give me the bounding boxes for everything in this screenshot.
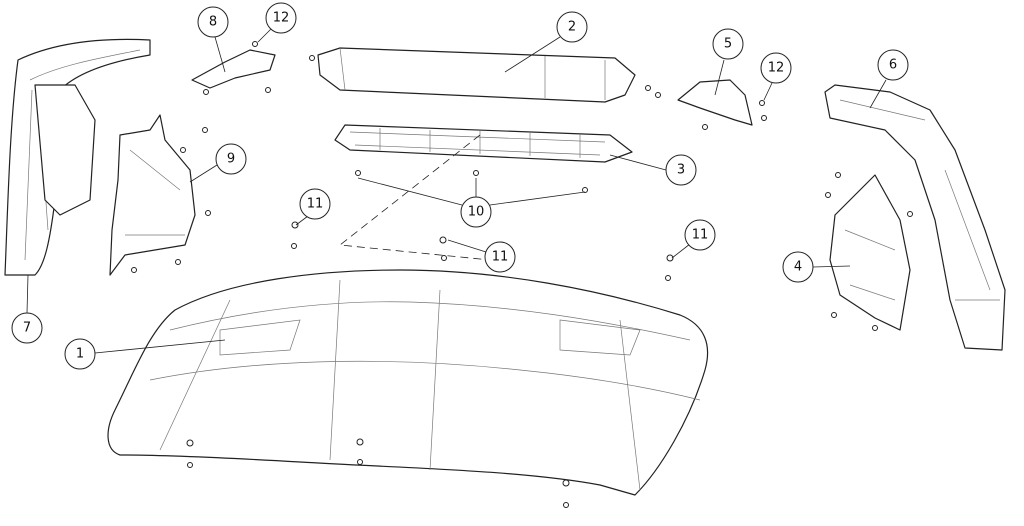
callout-10: 10 [460,196,492,228]
svg-text:6: 6 [889,58,897,73]
svg-text:7: 7 [23,321,31,336]
svg-text:1: 1 [76,347,84,362]
callout-3: 3 [665,154,697,186]
part-8-clip-bracket [191,49,276,89]
part-3-grille-panel [334,124,633,163]
callout-12-left: 12 [265,2,297,34]
svg-text:5: 5 [724,37,732,52]
svg-text:3: 3 [677,163,685,178]
callout-9: 9 [215,143,247,175]
screw-icon [131,41,315,273]
callout-12-right: 12 [760,52,792,84]
assembly-guide-line [338,134,511,263]
screw-icon [645,85,913,331]
callout-11-right: 11 [684,219,716,251]
svg-text:11: 11 [692,228,709,243]
callout-1: 1 [64,338,96,370]
callout-11-center: 11 [484,241,516,273]
callout-11-left: 11 [299,188,331,220]
callout-5: 5 [712,28,744,60]
part-2-upper-duct [317,47,636,103]
svg-text:12: 12 [273,11,290,26]
svg-text:2: 2 [568,20,576,35]
screw-icon [291,170,674,281]
part-1-main-shelf-panel [107,269,709,496]
callout-4: 4 [782,251,814,283]
svg-text:11: 11 [307,197,324,212]
leader-lines [26,27,887,354]
callout-2: 2 [556,11,588,43]
part-9-left-bracket [109,114,196,276]
part-6-right-pillar-trim [824,84,1006,351]
svg-text:9: 9 [227,152,235,167]
svg-text:8: 8 [209,15,217,30]
part-7-left-pillar-trim [4,38,151,276]
svg-text:11: 11 [492,250,509,265]
svg-text:4: 4 [794,260,802,275]
callout-8: 8 [197,6,229,38]
part-5-right-clip-bracket [677,79,753,126]
part-4-right-bracket [829,174,911,331]
fasteners [131,41,913,508]
screw-icon [186,438,570,508]
callout-6: 6 [877,49,909,81]
svg-text:12: 12 [768,61,785,76]
callout-7: 7 [11,312,43,344]
svg-text:10: 10 [468,205,485,220]
